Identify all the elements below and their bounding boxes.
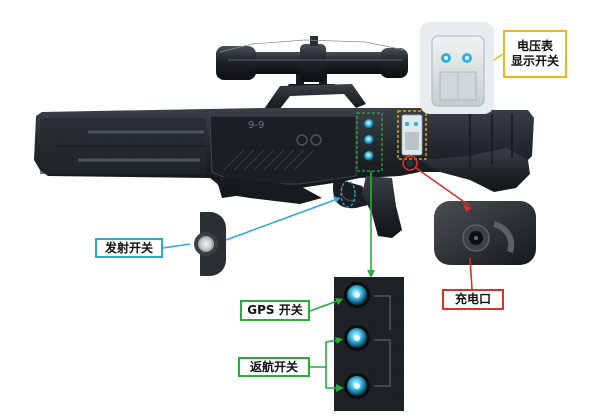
scope [216, 36, 408, 92]
model-marking: 9-9 [248, 120, 264, 131]
launch-switch-highlight [340, 180, 356, 208]
charging-port-highlight [402, 155, 418, 171]
voltmeter-label-line1: 电压表 [516, 39, 553, 53]
charging-port-icon [406, 159, 414, 167]
launch-switch-label: 发射开关 [95, 238, 163, 258]
charge-leader-2 [415, 167, 471, 207]
launch-leader-2 [225, 197, 341, 241]
return-switch-label: 返航开关 [238, 357, 310, 377]
knob-icon [364, 119, 374, 161]
voltmeter-leader [493, 53, 504, 61]
launch-leader-1 [162, 243, 191, 249]
charging-port-closeup [434, 201, 536, 265]
voltmeter-closeup [420, 22, 494, 114]
switch-panel-highlight [356, 112, 383, 172]
voltmeter-display-switch-label: 电压表 显示开关 [503, 30, 567, 78]
return-leader-2 [325, 367, 340, 389]
charge-leader-1 [469, 257, 473, 290]
launch-button-closeup [170, 210, 226, 278]
voltmeter-label-line2: 显示开关 [510, 54, 559, 68]
switch-closeup [334, 277, 404, 411]
charging-port-label: 充电口 [442, 289, 504, 310]
knob-icon [344, 282, 370, 399]
voltmeter-panel [401, 114, 423, 156]
gps-leader [309, 299, 341, 312]
voltmeter-highlight [397, 110, 427, 160]
return-leader-1 [310, 339, 341, 368]
push-button-icon [198, 236, 214, 252]
gps-switch-label: GPS 开关 [240, 300, 310, 321]
